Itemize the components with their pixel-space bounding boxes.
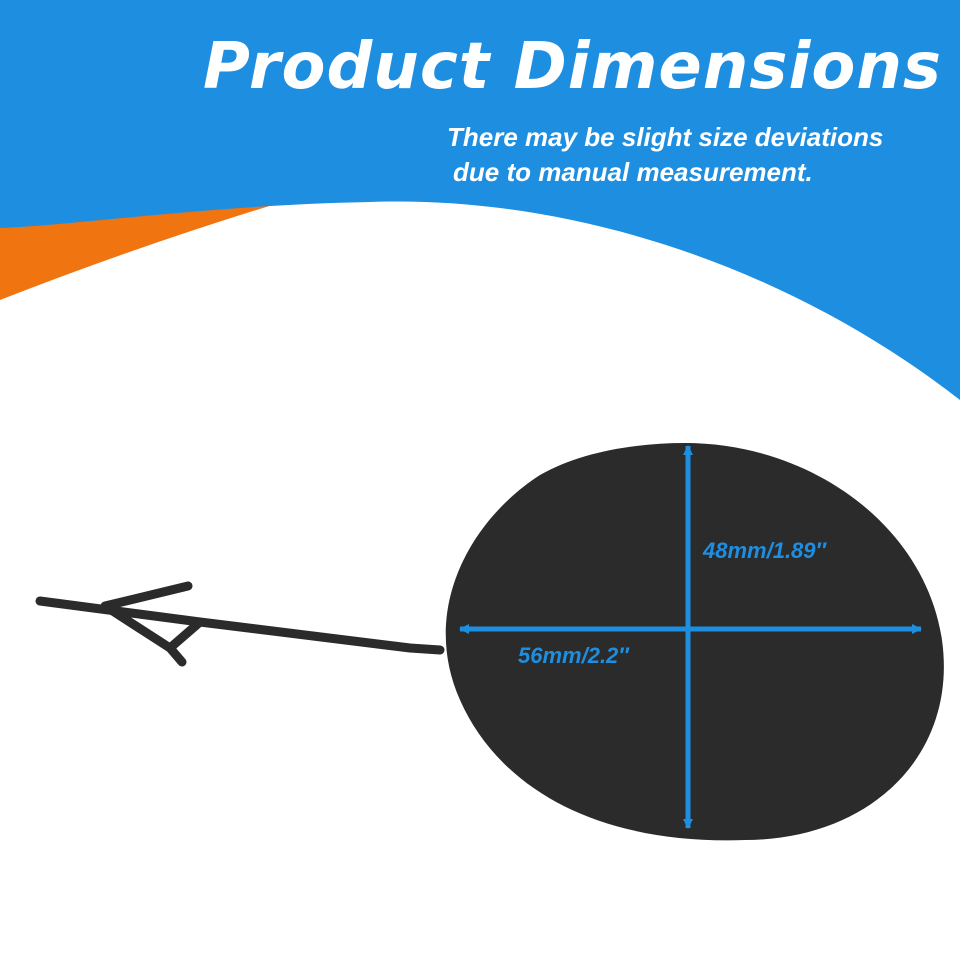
cap-body — [445, 443, 944, 841]
cap-strap — [35, 596, 445, 655]
blue-header — [0, 0, 960, 400]
width-dimension-label: 56mm/2.2″ — [518, 643, 629, 668]
height-dimension-label: 48mm/1.89″ — [703, 538, 827, 563]
dimension-arrows — [459, 445, 922, 829]
tow-hook-cap — [35, 443, 944, 841]
disclaimer-line-2: due to manual measurement. — [453, 157, 813, 187]
page-title: Product Dimensions — [202, 30, 942, 104]
anchor-clip — [100, 581, 205, 667]
disclaimer-line-1: There may be slight size deviations — [447, 122, 884, 152]
